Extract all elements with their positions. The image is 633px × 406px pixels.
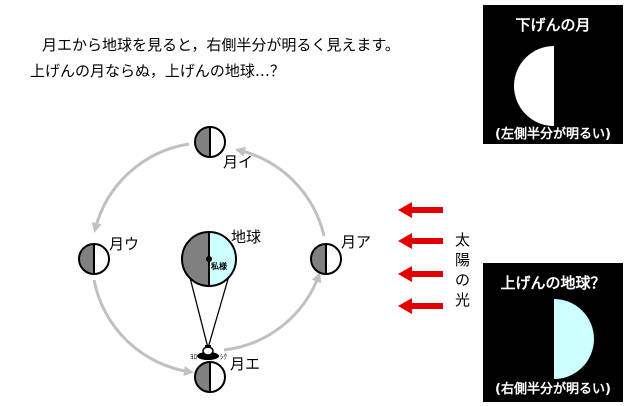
sunlight-arrow-3	[398, 266, 443, 282]
panel-bottom-title: 上げんの地球？	[500, 274, 606, 292]
panel-top-title: 下げんの月	[515, 16, 591, 34]
panel-bottom-caption: (右側半分が明るい)	[495, 382, 611, 397]
half-earth-right-lit-icon	[554, 299, 594, 379]
label-moon-u: 月ウ	[109, 235, 140, 253]
svg-text:ｼｸ: ｼｸ	[220, 353, 227, 361]
orbit-path	[91, 142, 326, 376]
moon-a-icon	[310, 243, 342, 275]
svg-text:ﾖﾛ: ﾖﾛ	[190, 353, 197, 361]
moon-i-icon	[194, 126, 226, 158]
intro-text: 月エから地球を見ると，右側半分が明るく見えます。 上げんの月ならぬ，上げんの地球…	[30, 32, 400, 84]
sunlight-arrow-1	[398, 202, 443, 218]
sunlight-arrow-2	[398, 233, 443, 249]
sunlight-arrows	[398, 202, 443, 314]
label-earth-tag: 私様	[211, 262, 227, 271]
sunlight-arrow-4	[398, 298, 443, 314]
half-moon-left-lit-icon	[514, 46, 554, 126]
panel-waxing-earth: 上げんの地球？ (右側半分が明るい)	[483, 263, 623, 402]
earth-icon	[181, 231, 237, 287]
panel-waning-moon: 下げんの月 (左側半分が明るい)	[483, 5, 623, 144]
label-moon-a: 月ア	[341, 233, 372, 251]
moon-u-icon	[78, 243, 110, 275]
label-earth: 地球	[231, 228, 262, 246]
moon-e-icon	[194, 361, 226, 393]
panel-top-caption: (左側半分が明るい)	[495, 127, 611, 142]
intro-line-2: 上げんの月ならぬ，上げんの地球…？	[30, 62, 285, 80]
observer-icon: ﾖﾛ ｼｸ	[190, 345, 227, 361]
intro-line-1: 月エから地球を見ると，右側半分が明るく見えます。	[42, 36, 400, 54]
label-moon-e: 月エ	[230, 355, 261, 373]
label-sunlight: 太陽の光	[455, 231, 471, 309]
label-moon-i: 月イ	[223, 153, 254, 171]
